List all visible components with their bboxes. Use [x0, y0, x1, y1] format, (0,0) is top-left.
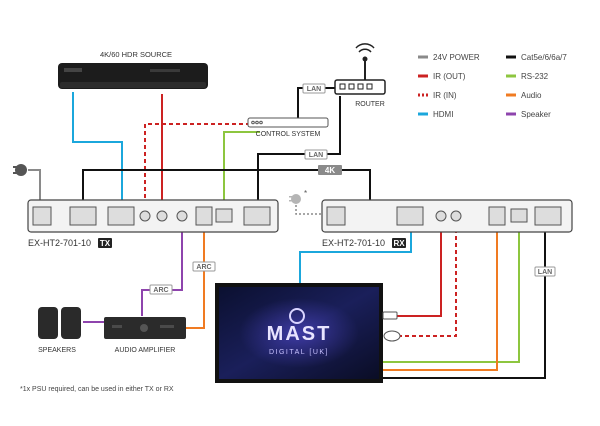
- arc-tag-1-bg: [192, 261, 216, 272]
- lan-tag-2: LAN: [309, 152, 323, 159]
- legend: 24V POWER Cat5e/6/6a/7 IR (OUT) RS-232 IR (I…: [418, 53, 567, 119]
- tx-badge: TX: [100, 239, 111, 248]
- tx-badge-bg: [98, 238, 112, 248]
- power-plug-icon: [13, 164, 27, 176]
- rx-model-label: EX-HT2-701-10: [322, 238, 385, 248]
- legend-label: IR (OUT): [433, 72, 466, 81]
- cat-cable-tx-rx: [82, 169, 371, 204]
- psu-asterisk: *: [304, 189, 307, 198]
- ir-out-cable-rx: [383, 222, 442, 317]
- power-cable-rx: [295, 205, 322, 215]
- lan-cable-rx-display: [383, 222, 546, 379]
- source-label: 4K/60 HDR SOURCE: [100, 50, 172, 59]
- legend-label: Speaker: [521, 110, 551, 119]
- legend-label: IR (IN): [433, 91, 457, 100]
- arc-cable-tx-amp: [141, 222, 183, 316]
- optional-power-plug-icon: [289, 194, 301, 204]
- ir-emitter-icon: [382, 311, 398, 320]
- hdmi-cable-source-tx: [72, 92, 123, 204]
- ir-receiver-icon: [383, 330, 401, 342]
- lan-tag-1: LAN: [307, 86, 321, 93]
- rx-badge: RX: [393, 239, 405, 248]
- audio-amplifier-device: [104, 317, 186, 339]
- tx-model-label: EX-HT2-701-10: [28, 238, 91, 248]
- hdr-source-device: [58, 63, 208, 89]
- power-cable-tx: [28, 169, 41, 200]
- legend-label: Cat5e/6/6a/7: [521, 53, 567, 62]
- lan-tag-3: LAN: [538, 269, 552, 276]
- router-device: [334, 43, 386, 95]
- rs232-cable-control-tx: [223, 131, 260, 204]
- arc-tag-2: ARC: [153, 287, 168, 294]
- router-label: ROUTER: [355, 101, 385, 108]
- display-device: [215, 283, 383, 383]
- rx-badge-bg: [392, 238, 406, 248]
- lan-tag-1-bg: [302, 83, 326, 94]
- audio-cable-rx-display: [383, 222, 498, 371]
- 4k-tag-bg: [318, 165, 342, 175]
- display-logo-bottom: DIGITAL [UK]: [269, 349, 329, 356]
- lan-tag-3-bg: [534, 266, 556, 277]
- mast-logo-icon: [289, 308, 305, 324]
- display-logo-top: MAST: [267, 323, 332, 345]
- lan-cable-router-tx: [257, 96, 341, 204]
- speakers-device: [38, 307, 81, 339]
- rs232-cable-rx-display: [383, 222, 520, 363]
- arc-tag-1: ARC: [196, 264, 211, 271]
- legend-label: RS-232: [521, 72, 549, 81]
- tx-unit: [27, 199, 279, 233]
- legend-label: HDMI: [433, 110, 453, 119]
- speakers-label: SPEAKERS: [38, 347, 76, 354]
- lan-tag-2-bg: [304, 149, 328, 160]
- control-system-label: CONTROL SYSTEM: [256, 131, 321, 138]
- 4k-tag: 4K: [325, 166, 335, 175]
- audio-cable-tx-amp: [186, 222, 205, 329]
- legend-label: Audio: [521, 91, 542, 100]
- amplifier-label: AUDIO AMPLIFIER: [115, 347, 176, 354]
- ir-in-cable-rx: [383, 222, 457, 337]
- legend-label: 24V POWER: [433, 53, 480, 62]
- control-system-device: [247, 117, 329, 128]
- ir-in-cable-control: [144, 123, 250, 204]
- arc-tag-2-bg: [149, 284, 173, 295]
- footnote: *1x PSU required, can be used in either …: [20, 386, 174, 393]
- hdmi-cable-rx-display: [299, 222, 412, 283]
- rx-unit: [321, 199, 573, 233]
